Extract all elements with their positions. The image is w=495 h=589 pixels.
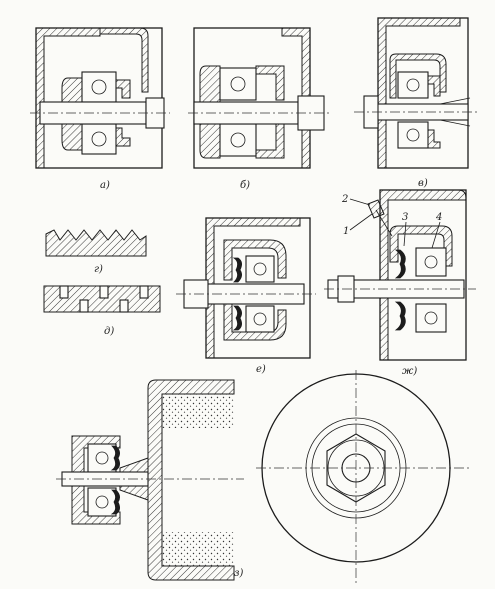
cover-upper — [223, 239, 287, 281]
seal-lower — [115, 127, 131, 147]
ball-lower — [230, 132, 246, 148]
bearing-upper — [87, 443, 117, 473]
cover-section — [389, 53, 447, 99]
panel-g: г) — [45, 229, 147, 275]
ball-lower — [95, 495, 109, 509]
label-zh: ж) — [402, 366, 417, 377]
label-b: б) — [240, 180, 250, 191]
seal-lower — [427, 129, 441, 149]
bearing-upper — [397, 71, 429, 99]
leader-3 — [403, 221, 407, 247]
ball-upper — [95, 451, 109, 465]
groove — [99, 285, 109, 299]
bearing-upper — [219, 67, 257, 101]
housing-wall — [281, 27, 311, 169]
housing-wall — [377, 17, 461, 169]
ball-upper — [230, 76, 246, 92]
bearing-upper — [81, 71, 117, 103]
bearing-lower — [415, 303, 447, 333]
grease-channel — [375, 209, 393, 237]
bearing-lower — [397, 121, 429, 149]
bearing-lower — [81, 123, 117, 155]
bearing-lower — [245, 305, 275, 333]
bearing-lower — [87, 487, 117, 517]
ball-lower — [253, 312, 267, 326]
panel-v: в) — [354, 17, 478, 189]
label-a: а) — [100, 180, 110, 191]
groove — [119, 299, 129, 313]
callout-3: 3 — [402, 212, 408, 223]
panel-b: б) — [188, 27, 330, 191]
spring-wire — [439, 97, 471, 105]
label-d: д) — [104, 326, 114, 337]
groove — [79, 299, 89, 313]
ball-upper — [406, 78, 420, 92]
ball-upper — [253, 262, 267, 276]
bearing-upper — [245, 255, 275, 283]
bearing-upper — [415, 247, 447, 277]
oil-thrower-upper — [394, 249, 406, 279]
seal-upper — [115, 79, 131, 99]
end-cover — [71, 435, 121, 525]
ball-upper — [91, 79, 107, 95]
grease-fill-lower — [162, 532, 234, 566]
callout-1: 1 — [343, 226, 349, 237]
panel-e: е) — [176, 217, 316, 375]
leader-2 — [349, 198, 371, 206]
ball-lower — [406, 128, 420, 142]
groove — [139, 285, 149, 299]
callout-2: 2 — [341, 194, 348, 205]
label-g: г) — [94, 264, 103, 275]
oil-thrower-upper — [110, 445, 120, 471]
labyrinth-ring — [45, 229, 147, 257]
panel-a: а) — [30, 27, 170, 191]
panel-d: д) — [43, 285, 161, 337]
ball-lower — [424, 311, 438, 325]
housing-wall — [379, 189, 467, 361]
oil-thrower-lower — [394, 301, 406, 331]
ball-upper — [424, 255, 438, 269]
grease-fill-upper — [162, 394, 234, 428]
bearing-lower — [219, 123, 257, 157]
panel-z-section: з) — [56, 379, 244, 581]
ball-lower — [91, 131, 107, 147]
leader-4 — [431, 221, 441, 249]
label-v: в) — [418, 178, 428, 189]
housing-wall — [205, 217, 301, 359]
labyrinth-lower — [255, 123, 285, 159]
grease-nipple — [367, 199, 385, 219]
panel-zh: 1 2 3 4 ж) — [324, 189, 476, 377]
seal-upper — [427, 75, 441, 97]
label-e: е) — [256, 364, 266, 375]
oil-thrower-lower — [232, 305, 242, 331]
panel-z-front — [256, 370, 470, 584]
oil-thrower-upper — [232, 257, 242, 283]
labyrinth-upper — [255, 65, 285, 101]
groove — [59, 285, 69, 299]
callout-4: 4 — [435, 212, 442, 223]
spring-wire — [439, 119, 471, 127]
cover-section — [99, 27, 149, 93]
leader-1 — [349, 213, 373, 231]
label-z: з) — [234, 568, 243, 579]
oil-thrower-lower — [110, 489, 120, 515]
